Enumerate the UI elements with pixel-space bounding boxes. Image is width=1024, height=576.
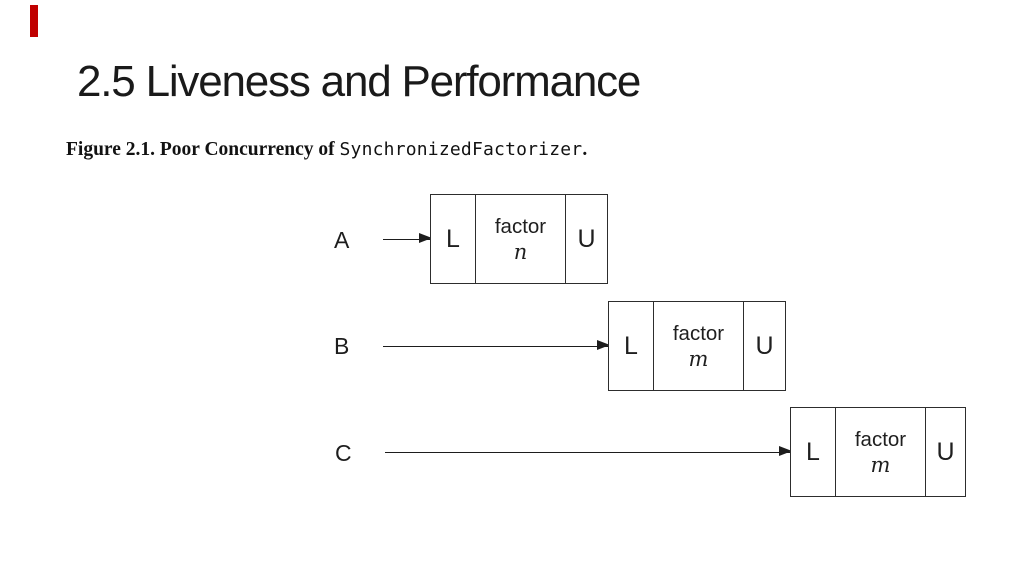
- figure-caption-period: .: [582, 139, 588, 160]
- figure-caption-code: SynchronizedFactorizer: [339, 139, 583, 160]
- unlock-cell: U: [936, 437, 955, 466]
- arrow-head-icon: [779, 446, 792, 457]
- unlock-cell: U: [755, 331, 774, 360]
- arrow-right-c: [385, 446, 792, 457]
- arrow-right-b: [383, 340, 610, 351]
- lock-cell: L: [609, 302, 654, 390]
- thread-label-c: C: [335, 440, 352, 466]
- task-arg: n: [513, 239, 528, 264]
- task-arg: m: [688, 346, 709, 371]
- accent-bar: [30, 5, 38, 37]
- lock-cell: L: [791, 408, 836, 496]
- arrow-right-a: [383, 233, 432, 244]
- task-box-b: L factor m U: [608, 301, 786, 391]
- task-box-c: L factor m U: [790, 407, 966, 497]
- task-name: factor: [854, 427, 907, 451]
- task-name: factor: [494, 214, 547, 238]
- figure-caption-bold: Figure 2.1. Poor Concurrency of: [66, 139, 340, 160]
- thread-label-b: B: [334, 333, 350, 359]
- task-box-a: L factor n U: [430, 194, 608, 284]
- unlock-cell: U: [577, 224, 596, 253]
- arrow-head-icon: [597, 340, 610, 351]
- task-name: factor: [672, 321, 725, 345]
- task-arg: m: [870, 452, 891, 477]
- thread-label-a: A: [334, 227, 350, 253]
- figure-caption: Figure 2.1. Poor Concurrency of Synchron…: [66, 139, 587, 161]
- lock-cell: L: [431, 195, 476, 283]
- factor-cell: factor n: [476, 195, 566, 283]
- page-title: 2.5 Liveness and Performance: [77, 57, 641, 106]
- arrow-head-icon: [419, 233, 432, 244]
- factor-cell: factor m: [836, 408, 926, 496]
- factor-cell: factor m: [654, 302, 744, 390]
